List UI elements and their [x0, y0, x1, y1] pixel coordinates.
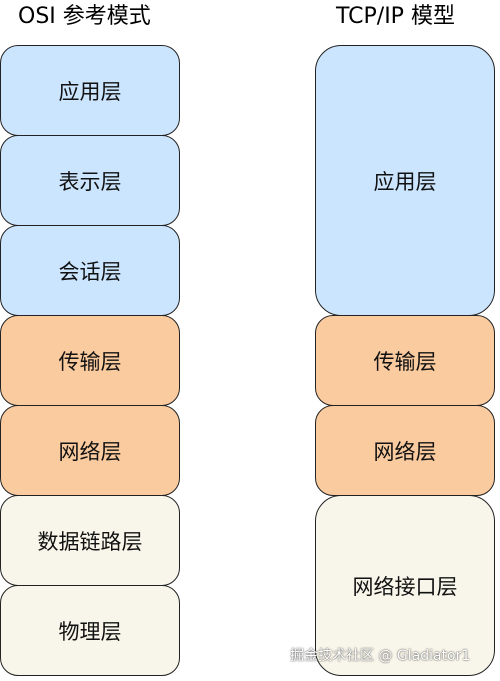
tcpip-application-layer: 应用层 [315, 45, 495, 316]
tcpip-transport-layer: 传输层 [315, 315, 495, 406]
osi-session-layer: 会话层 [0, 225, 180, 316]
tcpip-network-layer: 网络层 [315, 405, 495, 496]
osi-physical-layer: 物理层 [0, 585, 180, 676]
watermark-text: 掘金技术社区 @ Gladiator1 [290, 648, 471, 664]
osi-data-link-layer: 数据链路层 [0, 495, 180, 586]
osi-transport-layer: 传输层 [0, 315, 180, 406]
tcpip-model-title: TCP/IP 模型 [336, 4, 455, 29]
osi-model-title: OSI 参考模式 [18, 4, 151, 29]
tcpip-network-interface-layer: 网络接口层 [315, 495, 495, 676]
osi-presentation-layer: 表示层 [0, 135, 180, 226]
osi-network-layer: 网络层 [0, 405, 180, 496]
osi-application-layer: 应用层 [0, 45, 180, 136]
